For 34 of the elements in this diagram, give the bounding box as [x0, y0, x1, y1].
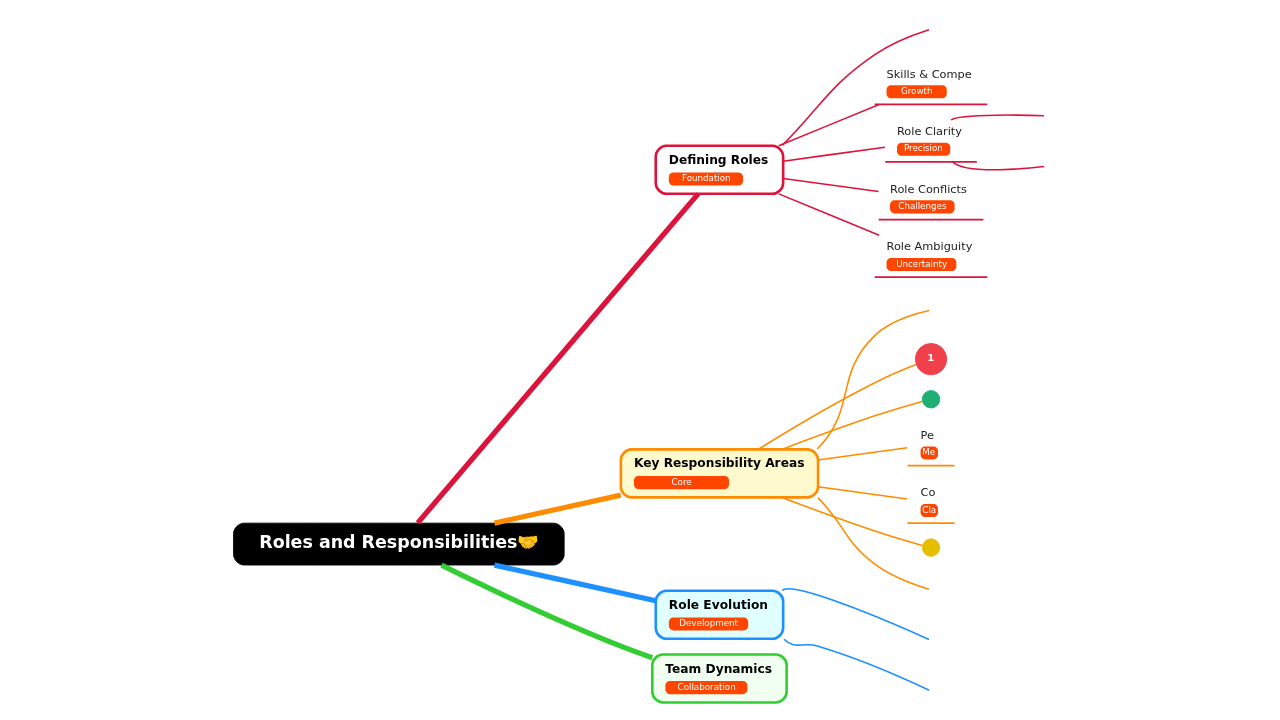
- connector: [493, 562, 656, 604]
- connector: [816, 497, 930, 590]
- node-box: Key Responsibility Areas Core: [619, 448, 819, 499]
- connector: [439, 562, 653, 661]
- connector: [816, 486, 908, 500]
- connector: [951, 161, 1045, 171]
- node-label: Role Clarity: [896, 124, 962, 139]
- connector: [816, 447, 908, 461]
- connector: [780, 400, 923, 451]
- node-box: Role Evolution Development: [653, 589, 784, 641]
- node-box: Defining Roles Foundation: [653, 144, 784, 196]
- node-label: Role Conflicts: [889, 181, 967, 196]
- connector: [782, 146, 886, 162]
- node-circle: [921, 538, 940, 557]
- connector: [781, 587, 930, 641]
- node-box: Team Dynamics Collaboration: [650, 653, 788, 704]
- connector: [757, 363, 917, 451]
- connector: [781, 28, 930, 147]
- connector: [493, 492, 621, 526]
- node-label: Skills & Compe: [886, 66, 972, 81]
- node-label: Pe: [920, 427, 934, 442]
- connector: [782, 638, 930, 692]
- node-box: Roles and Responsibilities🤝: [232, 522, 565, 566]
- connector: [949, 114, 1045, 121]
- connector: [777, 103, 880, 147]
- connector: [815, 309, 930, 450]
- node-label: Role Ambiguity: [886, 239, 972, 254]
- connector: [780, 496, 923, 547]
- node-label: Co: [920, 485, 935, 500]
- connector: [777, 193, 880, 236]
- connector: [782, 177, 879, 193]
- node-circle: [921, 390, 940, 409]
- node-circle: 1: [914, 343, 947, 376]
- connector: [415, 192, 700, 525]
